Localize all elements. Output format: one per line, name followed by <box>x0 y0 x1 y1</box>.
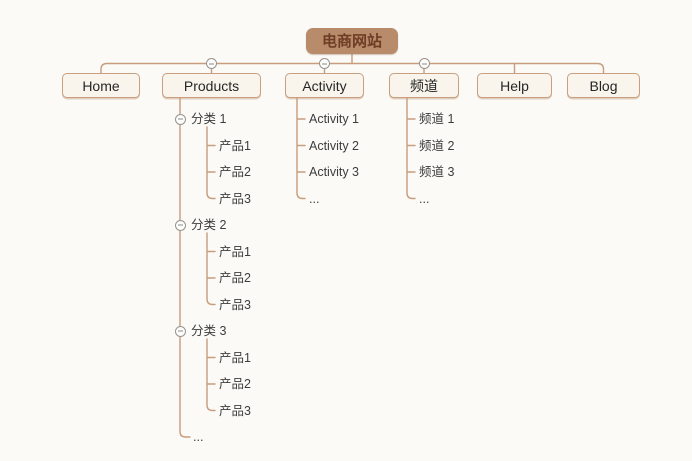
root-topic[interactable]: 电商网站 <box>306 28 398 54</box>
subtopic-product[interactable]: 产品3 <box>219 297 251 312</box>
collapse-toggle-activity[interactable] <box>319 58 330 69</box>
topic-channel[interactable]: 频道 <box>389 73 459 98</box>
subtopic-category-3[interactable]: 分类 3 <box>191 323 227 338</box>
subtopic-product[interactable]: 产品2 <box>219 270 251 285</box>
topic-home[interactable]: Home <box>62 73 140 98</box>
collapse-toggle-category-2[interactable] <box>174 219 186 231</box>
subtopic-channel-more[interactable]: ... <box>419 191 430 206</box>
subtopic-channel-2[interactable]: 频道 2 <box>419 138 455 153</box>
subtopic-product[interactable]: 产品2 <box>219 376 251 391</box>
topic-help[interactable]: Help <box>477 73 552 98</box>
subtopic-category-1[interactable]: 分类 1 <box>191 111 227 126</box>
subtopic-product[interactable]: 产品3 <box>219 191 251 206</box>
collapse-toggle-category-1[interactable] <box>174 113 186 125</box>
collapse-toggle-products[interactable] <box>206 58 217 69</box>
subtopic-channel-1[interactable]: 频道 1 <box>419 111 455 126</box>
topic-products[interactable]: Products <box>162 73 261 98</box>
subtopic-product[interactable]: 产品1 <box>219 244 251 259</box>
subtopic-activity-more[interactable]: ... <box>309 191 320 206</box>
subtopic-product[interactable]: 产品2 <box>219 164 251 179</box>
collapse-toggle-category-3[interactable] <box>174 325 186 337</box>
collapse-toggle-channel[interactable] <box>418 58 430 69</box>
subtopic-products-more[interactable]: ... <box>193 429 204 444</box>
subtopic-category-2[interactable]: 分类 2 <box>191 217 227 232</box>
topic-activity[interactable]: Activity <box>285 73 364 98</box>
subtopic-product[interactable]: 产品1 <box>219 350 251 365</box>
topic-blog[interactable]: Blog <box>567 73 640 98</box>
subtopic-product[interactable]: 产品1 <box>219 138 251 153</box>
subtopic-channel-3[interactable]: 频道 3 <box>419 164 455 179</box>
subtopic-activity-1[interactable]: Activity 1 <box>309 111 360 126</box>
subtopic-product[interactable]: 产品3 <box>219 403 251 418</box>
subtopic-activity-2[interactable]: Activity 2 <box>309 138 360 153</box>
subtopic-activity-3[interactable]: Activity 3 <box>309 164 360 179</box>
